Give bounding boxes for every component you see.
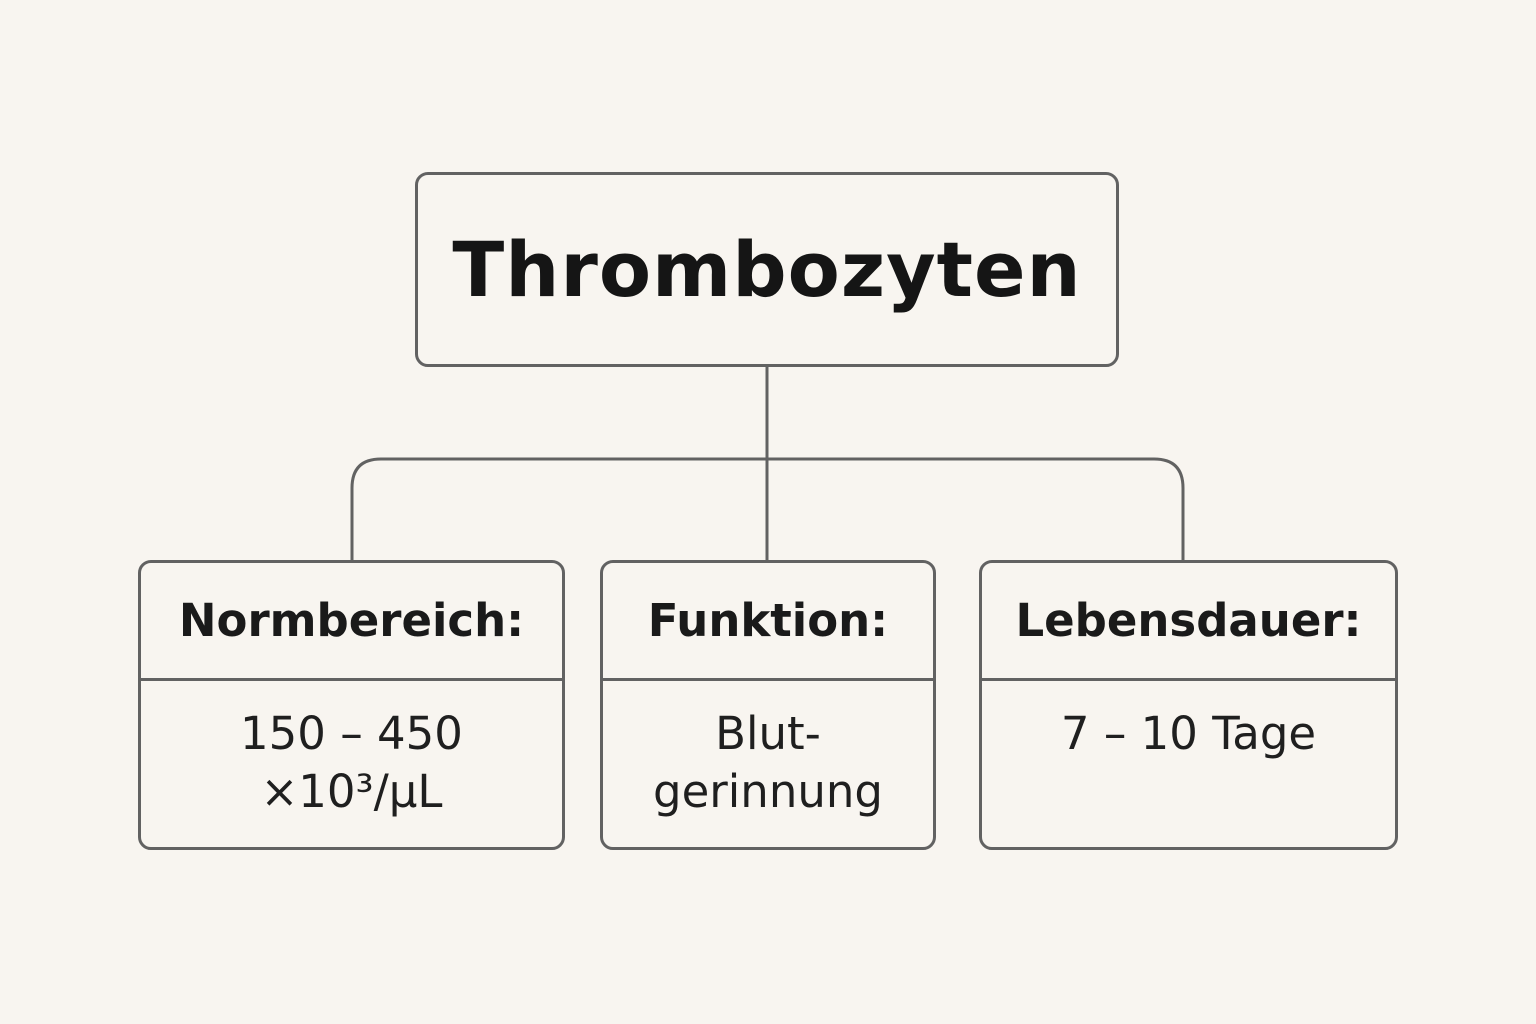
node-funktion-body: Blut- gerinnung [603,681,933,847]
node-normbereich-value-line-2: ×10³/μL [260,765,443,818]
node-normbereich-header: Normbereich: [141,563,562,681]
node-normbereich: Normbereich: 150 – 450 ×10³/μL [138,560,565,850]
node-lebensdauer: Lebensdauer: 7 – 10 Tage [979,560,1398,850]
connector-branch-bar [350,457,1185,560]
root-title: Thrombozyten [452,225,1082,314]
root-node: Thrombozyten [415,172,1119,367]
node-funktion-header: Funktion: [603,563,933,681]
node-lebensdauer-value-line-1: 7 – 10 Tage [1060,707,1317,760]
node-lebensdauer-header: Lebensdauer: [982,563,1395,681]
node-funktion: Funktion: Blut- gerinnung [600,560,936,850]
node-lebensdauer-body: 7 – 10 Tage [982,681,1395,847]
node-normbereich-heading: Normbereich: [178,594,525,647]
node-funktion-value-line-1: Blut- [715,707,821,760]
node-lebensdauer-heading: Lebensdauer: [1015,594,1362,647]
node-normbereich-body: 150 – 450 ×10³/μL [141,681,562,847]
node-funktion-value-line-2: gerinnung [653,765,883,818]
node-normbereich-value-line-1: 150 – 450 [240,707,463,760]
node-funktion-heading: Funktion: [647,594,889,647]
